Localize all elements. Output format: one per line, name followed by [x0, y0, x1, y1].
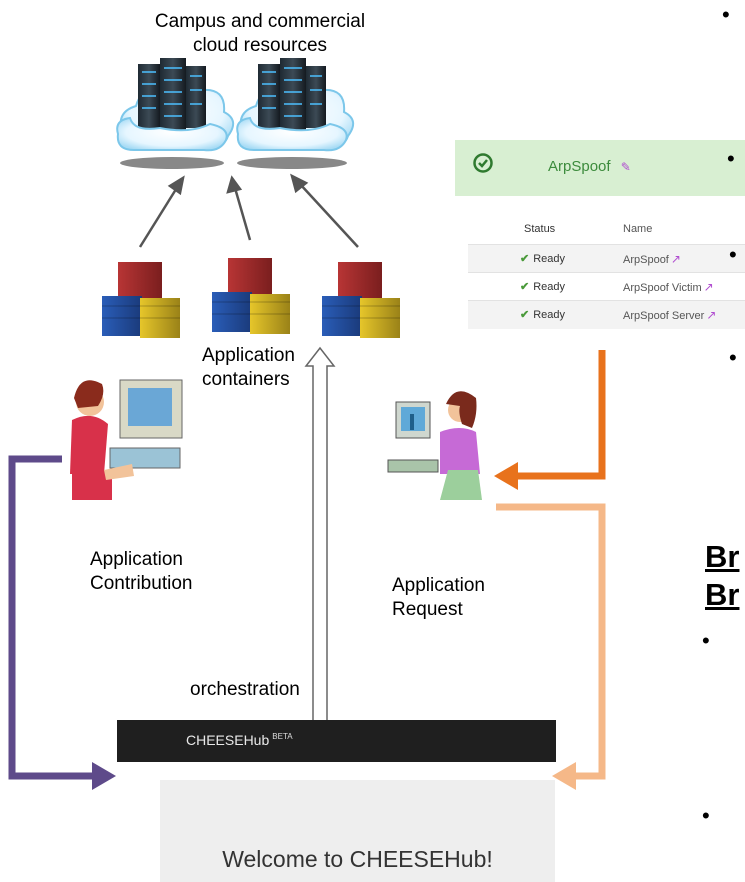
contribution-label-line2: Contribution	[90, 573, 193, 594]
cloud-label-line2: cloud resources	[192, 35, 328, 56]
table-row: ✔Ready ArpSpoof↗	[468, 244, 745, 273]
panel-title: ArpSpoof ✎	[548, 158, 631, 175]
brand-name: CHEESEHub	[186, 732, 270, 748]
check-circle-icon	[473, 153, 493, 173]
container-stack-icon-1	[102, 262, 180, 338]
external-link-icon[interactable]: ↗	[703, 280, 714, 294]
name-column-header: Name	[623, 223, 653, 235]
clipped-heading-1: Br	[705, 539, 740, 574]
row-status: Ready	[533, 281, 566, 293]
containers-label: Application containers	[202, 344, 295, 392]
row-name-link[interactable]: ArpSpoof	[623, 254, 669, 266]
beta-badge: BETA	[272, 732, 293, 742]
checkmark-icon: ✔	[520, 281, 530, 293]
bullet-marker: •	[727, 146, 735, 171]
orchestration-label: orchestration	[190, 679, 300, 700]
external-link-icon[interactable]: ↗	[706, 308, 717, 322]
contributor-person-icon	[70, 379, 183, 500]
checkmark-icon: ✔	[520, 253, 530, 265]
request-label-line2: Request	[392, 599, 463, 620]
arpspoof-panel-header	[455, 140, 745, 196]
container-to-cloud-arrows	[138, 173, 359, 248]
cloud-server-icon-2	[236, 58, 355, 169]
welcome-panel	[160, 780, 555, 882]
request-label: Application Request	[392, 574, 485, 622]
pencil-icon[interactable]: ✎	[620, 160, 631, 174]
checkmark-icon: ✔	[520, 309, 530, 321]
contribution-label-line1: Application	[90, 549, 183, 570]
container-stack-icon-3	[322, 262, 400, 338]
status-column-header: Status	[524, 223, 556, 235]
bullet-marker: •	[729, 345, 737, 370]
contribution-arrow	[8, 455, 116, 790]
requester-person-icon	[387, 391, 482, 500]
bullet-marker: •	[722, 2, 730, 27]
containers-label-line1: Application	[202, 345, 295, 366]
request-label-line1: Application	[392, 575, 485, 596]
cloud-label-line1: Campus and commercial	[154, 11, 366, 32]
cheesehub-navbar	[117, 720, 556, 762]
row-status: Ready	[533, 253, 566, 265]
table-header-row: Status Name	[468, 216, 745, 244]
table-row: ✔Ready ArpSpoof Server↗	[468, 300, 745, 329]
orchestration-arrow	[304, 346, 336, 757]
containers-label-line2: containers	[202, 369, 290, 390]
bullet-marker: •	[702, 628, 710, 653]
panel-title-text: ArpSpoof	[548, 158, 611, 175]
clipped-heading-2: Br	[705, 577, 740, 612]
container-stack-icon-2	[212, 258, 290, 334]
welcome-heading: Welcome to CHEESEHub!	[222, 846, 493, 872]
external-link-icon[interactable]: ↗	[670, 252, 681, 266]
row-name-link[interactable]: ArpSpoof Server	[623, 310, 705, 322]
bullet-marker: •	[702, 803, 710, 828]
request-arrow	[496, 503, 606, 790]
panel-to-requester-arrow	[494, 350, 606, 490]
row-name-link[interactable]: ArpSpoof Victim	[623, 282, 702, 294]
table-row: ✔Ready ArpSpoof Victim↗	[468, 272, 745, 301]
bullet-marker: •	[729, 242, 737, 267]
cloud-resources-label: Campus and commercial cloud resources	[120, 10, 400, 58]
contribution-label: Application Contribution	[90, 548, 192, 596]
cloud-server-icon-1	[116, 58, 235, 169]
row-status: Ready	[533, 309, 566, 321]
